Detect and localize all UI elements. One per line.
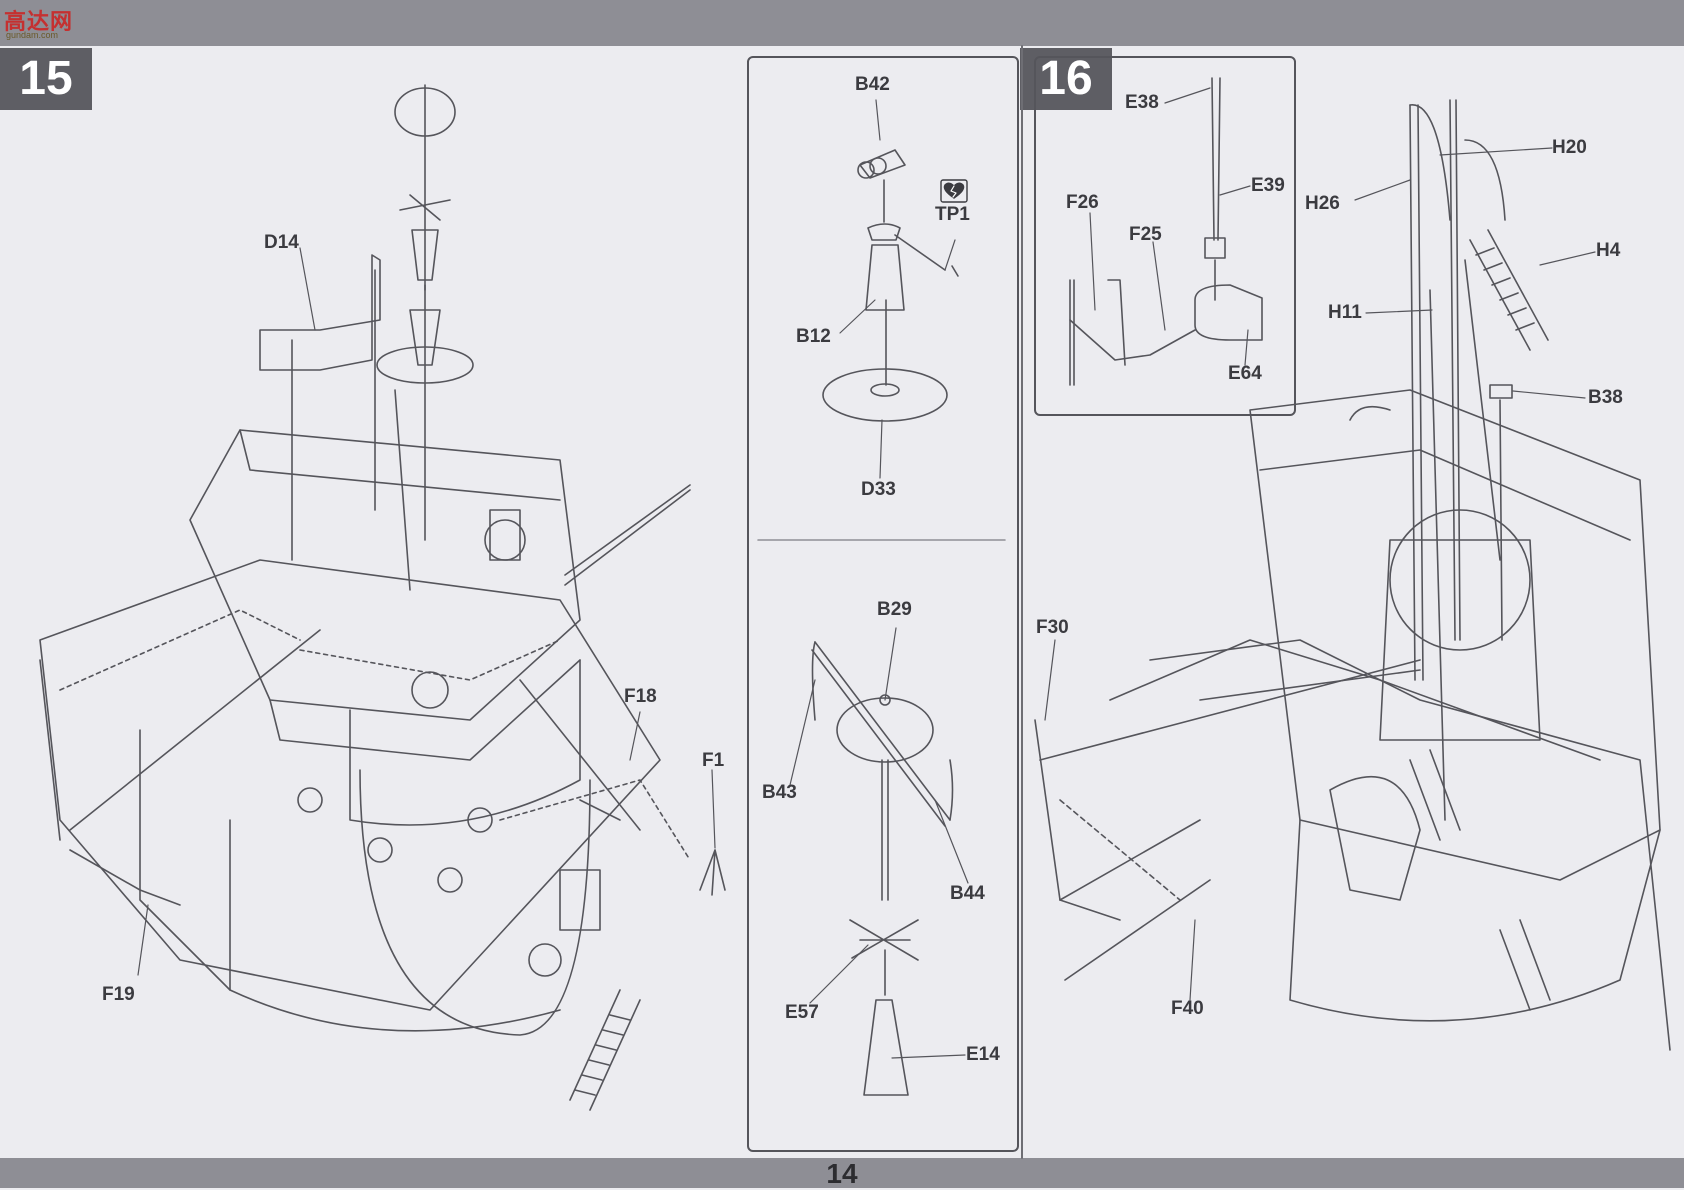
step16-bridge-assembly	[1034, 99, 1671, 1051]
page-number: 14	[826, 1158, 858, 1189]
label-e38: E38	[1125, 92, 1159, 113]
step-15-badge: 15	[0, 48, 92, 110]
bottom-band	[0, 1158, 1684, 1188]
watermark-logo: 高达网	[4, 9, 74, 34]
label-tp1: TP1	[935, 204, 970, 225]
label-d14: D14	[264, 232, 299, 253]
label-b38: B38	[1588, 387, 1623, 408]
label-h4: H4	[1596, 240, 1621, 261]
top-band	[0, 0, 1684, 46]
label-b29: B29	[877, 599, 912, 620]
inset-radar-assembly	[811, 641, 954, 1096]
label-f40: F40	[1171, 998, 1204, 1019]
label-b42: B42	[855, 74, 890, 95]
label-h11: H11	[1328, 302, 1362, 323]
label-b12: B12	[796, 326, 831, 347]
label-b44: B44	[950, 883, 985, 904]
label-f25: F25	[1129, 224, 1162, 245]
heart-break-icon	[940, 179, 968, 203]
label-e39: E39	[1251, 175, 1285, 196]
label-e14: E14	[966, 1044, 1000, 1065]
label-f26: F26	[1066, 192, 1099, 213]
label-d33: D33	[861, 479, 896, 500]
label-h26: H26	[1305, 193, 1340, 214]
label-f1: F1	[702, 750, 725, 771]
label-e64: E64	[1228, 363, 1262, 384]
step15-bridge-assembly	[39, 84, 726, 1111]
watermark-url: gundam.com	[6, 30, 59, 40]
inset-director-assembly	[822, 149, 959, 422]
step16-detail-inset	[1034, 56, 1296, 416]
mast-detail-inset	[747, 56, 1019, 1152]
label-f19: F19	[102, 984, 135, 1005]
label-f18: F18	[624, 686, 657, 707]
step16-inset-mast-parts	[1069, 77, 1263, 386]
label-h20: H20	[1552, 137, 1587, 158]
label-b43: B43	[762, 782, 797, 803]
label-e57: E57	[785, 1002, 819, 1023]
label-f30: F30	[1036, 617, 1069, 638]
